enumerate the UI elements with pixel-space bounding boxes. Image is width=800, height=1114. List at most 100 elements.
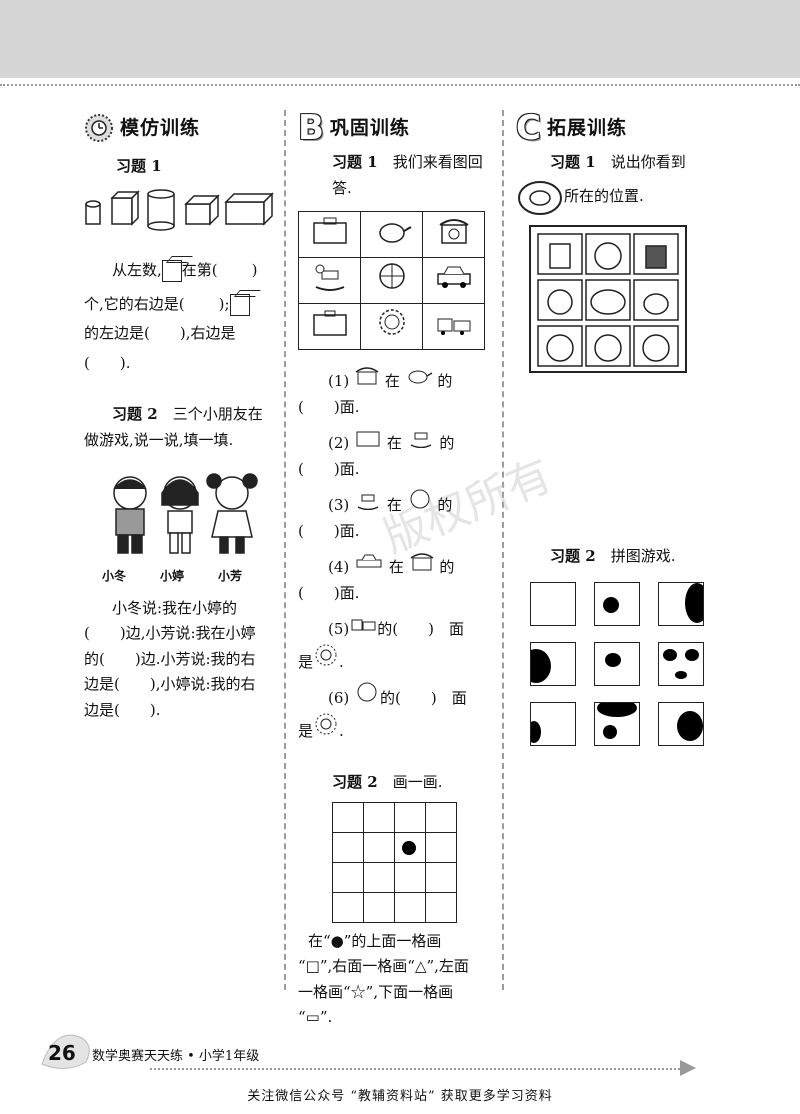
item-b: 面 bbox=[448, 620, 464, 638]
a-q2-line2: ( )边,小芳说:我在小婷 bbox=[84, 624, 256, 643]
item-mid: 在 bbox=[384, 372, 400, 390]
shelf-illustration bbox=[529, 224, 687, 373]
a-q2-intro-a: 习题 2 三个小朋友在 bbox=[84, 402, 276, 428]
top-dotted-line bbox=[0, 84, 800, 86]
b-q2-text-2: “□”,右面一格画“△”,左面 bbox=[298, 957, 469, 975]
puzzle-piece bbox=[530, 581, 576, 626]
clock-icon bbox=[85, 114, 113, 142]
teapot-icon bbox=[378, 223, 411, 243]
b-q2-text-1: 在“●”的上面一格画 bbox=[308, 931, 442, 950]
b-q2-intro: 习题 2 画一画. bbox=[298, 770, 494, 796]
a-q1-label-text: 习题 1 bbox=[116, 157, 162, 175]
section-a-title: 模仿训练 bbox=[120, 116, 201, 139]
puzzle-piece bbox=[530, 641, 576, 686]
b-q2-intro-text: 画一画. bbox=[392, 773, 443, 791]
a-q1-line1-a: 从左数, bbox=[112, 261, 162, 279]
train-icon bbox=[437, 318, 470, 336]
grid-cell bbox=[298, 303, 361, 350]
lion-icon bbox=[378, 309, 405, 335]
book-title: 数学奥赛天天练 • 小学1年级 bbox=[92, 1049, 260, 1064]
section-b-letter: B bbox=[298, 108, 324, 148]
b-item-4: (4) 在 的 bbox=[298, 550, 494, 581]
puzzle-grid bbox=[530, 581, 716, 746]
draw-grid bbox=[332, 801, 457, 923]
puzzle-piece bbox=[658, 581, 704, 626]
c-q1-label: 习题 1 bbox=[550, 153, 596, 171]
ball-icon bbox=[357, 682, 377, 702]
draw-grid-wrap bbox=[332, 801, 458, 923]
teapot-icon bbox=[408, 370, 432, 384]
section-c: C 拓展训练 习题 1 说出你看到 所在的位置. 习题 2 拼图游戏. bbox=[516, 108, 716, 746]
cube-icon bbox=[161, 260, 182, 282]
grid-cell bbox=[298, 211, 361, 258]
blank bbox=[218, 258, 252, 284]
b-q1-label: 习题 1 bbox=[332, 153, 378, 171]
c-q1-line2: 所在的位置. bbox=[516, 178, 716, 216]
c-q2-label: 习题 2 bbox=[550, 547, 596, 565]
column-divider-2 bbox=[502, 110, 504, 990]
top-band bbox=[0, 0, 800, 78]
a-q1-line2-a: 个,它的右边是( bbox=[84, 294, 185, 313]
item-num: (3) bbox=[328, 496, 350, 514]
puzzle-piece bbox=[658, 701, 704, 746]
cube-icon bbox=[229, 293, 250, 316]
shapes-row bbox=[85, 188, 274, 231]
kid-name: 小婷 bbox=[159, 568, 184, 583]
item-b: 面 bbox=[451, 689, 467, 707]
bottom-note: 关注微信公众号 “教辅资料站” 获取更多学习资料 bbox=[247, 1089, 553, 1104]
rocking-horse-icon bbox=[410, 432, 431, 449]
b-item-4-next: ( )面. bbox=[298, 583, 360, 602]
objects-grid bbox=[298, 211, 485, 350]
a-q1-line1-b: 在第( bbox=[181, 261, 218, 279]
b-item-5-next: 是. bbox=[298, 643, 494, 676]
section-a: 模仿训练 习题 1 从左数,在第( ) 个,它的右边是( ); 的左边是( ),… bbox=[84, 108, 276, 723]
grid-cell bbox=[422, 303, 485, 350]
page-number: 26 bbox=[48, 1041, 76, 1065]
section-c-letter: C bbox=[516, 108, 541, 148]
puzzle-piece bbox=[594, 581, 640, 626]
item-mid: 在 bbox=[386, 434, 402, 452]
a-q1-line2-b: ); bbox=[218, 294, 230, 313]
item-next: 是 bbox=[298, 652, 314, 671]
black-dot bbox=[402, 840, 416, 855]
kid-name: 小冬 bbox=[102, 568, 127, 583]
ball-icon bbox=[378, 263, 405, 289]
bag-icon bbox=[312, 217, 347, 244]
arrow-right-icon bbox=[680, 1060, 696, 1076]
item-b: 的 bbox=[437, 496, 453, 514]
suitcase-icon bbox=[312, 310, 347, 336]
item-b: 的 bbox=[437, 372, 453, 390]
item-num: (6) bbox=[328, 689, 350, 707]
b-item-6: (6) 的( ) 面 bbox=[298, 681, 494, 712]
b-item-5: (5)的( ) 面 bbox=[298, 612, 494, 643]
item-mid: 的( ) bbox=[377, 620, 434, 638]
section-c-header: C 拓展训练 bbox=[516, 108, 716, 148]
b-item-2-next: ( )面. bbox=[298, 459, 360, 478]
c-q2-intro-text: 拼图游戏. bbox=[610, 547, 676, 565]
puzzle-piece bbox=[594, 641, 640, 686]
footer-dotted-line bbox=[150, 1068, 680, 1070]
item-next: 是 bbox=[298, 721, 314, 740]
c-q1-text-b: 所在的位置. bbox=[564, 186, 644, 205]
a-q2-label: 习题 2 bbox=[112, 405, 158, 423]
b-q2-text-4: “▭”. bbox=[298, 1008, 333, 1026]
rocking-horse-icon bbox=[315, 264, 344, 292]
a-q1-line4: ( ). bbox=[84, 353, 131, 372]
c-q1-line1: 习题 1 说出你看到 bbox=[516, 150, 716, 176]
grid-cell bbox=[422, 257, 485, 304]
telephone-icon bbox=[355, 367, 379, 385]
item-b: 的 bbox=[439, 558, 455, 576]
item-mid: 在 bbox=[388, 558, 404, 576]
lion-icon bbox=[315, 713, 337, 734]
lion-icon bbox=[315, 644, 337, 665]
item-num: (4) bbox=[328, 558, 350, 576]
bag-icon bbox=[356, 431, 380, 447]
a-q1-line1-c: ) bbox=[251, 261, 258, 279]
a-q2-line4: 边是( ),小婷说:我的右 bbox=[84, 675, 256, 694]
section-c-title: 拓展训练 bbox=[546, 116, 627, 139]
a-q2-intro-b: 做游戏,说一说,填一填. bbox=[84, 430, 234, 449]
a-q2-intro-a-text: 三个小朋友在 bbox=[172, 405, 263, 423]
ball-icon bbox=[410, 489, 430, 509]
b-q1-items: (1) 在 的 ( )面. (2) 在 的 ( )面. (3) 在 的 ( )面… bbox=[298, 364, 494, 744]
c-q2-intro: 习题 2 拼图游戏. bbox=[516, 544, 716, 570]
